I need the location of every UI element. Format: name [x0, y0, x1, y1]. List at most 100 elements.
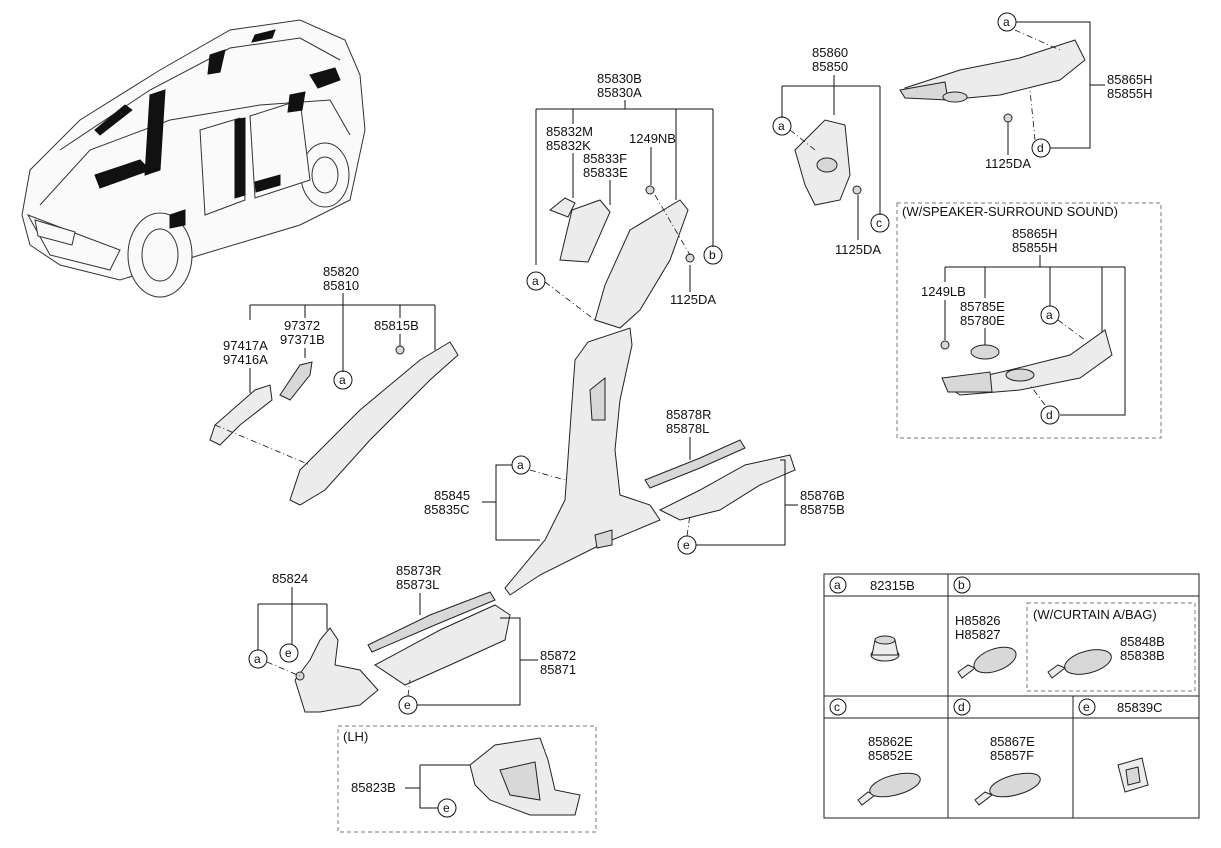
label-97416A: 97416A — [223, 352, 268, 367]
curtain-airbag-title: (W/CURTAIN A/BAG) — [1033, 607, 1157, 622]
label-85833E: 85833E — [583, 165, 628, 180]
svg-text:b: b — [958, 578, 965, 592]
label-85878L: 85878L — [666, 421, 709, 436]
label-1249NB: 1249NB — [629, 131, 676, 146]
quarter-trim-lower — [794, 119, 862, 206]
label-1125DA: 1125DA — [985, 156, 1031, 171]
label-85833F: 85833F — [583, 151, 627, 166]
speaker-variant-box — [896, 202, 1162, 439]
callout-d — [1031, 138, 1051, 158]
legend-a-code: 82315B — [870, 578, 915, 593]
callout-a — [248, 649, 268, 669]
rear-quarter-upper-trim-speaker — [940, 329, 1113, 396]
clip-85839c-icon — [1117, 757, 1149, 793]
svg-text:a: a — [254, 652, 261, 666]
svg-text:e: e — [683, 538, 690, 552]
legend-c-code2: 85852E — [868, 748, 913, 763]
label-85785E: 85785E — [960, 299, 1005, 314]
label-85878R: 85878R — [666, 407, 712, 422]
callout-e — [279, 643, 299, 663]
label-85875B: 85875B — [800, 502, 845, 517]
legend-b-code2: H85827 — [955, 627, 1001, 642]
label-85835C: 85835C — [424, 502, 470, 517]
label-85830B: 85830B — [597, 71, 642, 86]
svg-text:e: e — [285, 646, 292, 660]
curtain-airbag-variant-box — [1026, 602, 1196, 692]
svg-text:a: a — [339, 373, 346, 387]
svg-text:a: a — [1046, 308, 1053, 322]
callout-d — [1040, 405, 1060, 425]
svg-text:a: a — [834, 578, 841, 592]
label-85873L: 85873L — [396, 577, 439, 592]
callout-a — [772, 116, 792, 136]
clip-85848b-icon — [1047, 649, 1112, 679]
svg-text:e: e — [443, 801, 450, 815]
svg-text:c: c — [834, 700, 840, 714]
cowl-side-trim-lh — [469, 737, 581, 816]
front-scuff-plate — [367, 591, 511, 686]
svg-text:e: e — [404, 698, 411, 712]
label-97371B: 97371B — [280, 332, 325, 347]
label-85845: 85845 — [434, 488, 470, 503]
legend-c-code1: 85862E — [868, 734, 913, 749]
front-pillar-trim — [209, 341, 459, 506]
label-85830A: 85830A — [597, 85, 642, 100]
label-85876B: 85876B — [800, 488, 845, 503]
legend-b-curtain1: 85848B — [1120, 634, 1165, 649]
svg-text:b: b — [709, 248, 716, 262]
svg-text:a: a — [1003, 15, 1010, 29]
label-85860: 85860 — [812, 45, 848, 60]
callout-a — [1040, 305, 1060, 325]
callout-b — [703, 245, 723, 265]
label-85865H: 85865H — [1107, 72, 1153, 87]
clip-85867e-icon — [974, 772, 1041, 806]
rear-quarter-upper-trim — [899, 39, 1086, 123]
fastener-legend-table: a 82315B b H85826 H85827 (W/CURTAIN A/BA… — [823, 573, 1200, 819]
label-85810: 85810 — [323, 278, 359, 293]
label-85824: 85824 — [272, 571, 308, 586]
label-85832K: 85832K — [546, 138, 591, 153]
label-85820: 85820 — [323, 264, 359, 279]
callout-c — [870, 213, 890, 233]
center-pillar-lower-trim — [504, 327, 661, 596]
vehicle-illustration — [21, 19, 366, 298]
label-85780E: 85780E — [960, 313, 1005, 328]
svg-text:d: d — [1037, 141, 1044, 155]
clip-85862e-icon — [857, 772, 921, 806]
lh-variant-title: (LH) — [343, 729, 368, 744]
label-1125DA: 1125DA — [670, 292, 716, 307]
label-85873R: 85873R — [396, 563, 442, 578]
rear-scuff-plate — [644, 439, 796, 521]
label-85855H: 85855H — [1012, 240, 1058, 255]
label-97417A: 97417A — [223, 338, 268, 353]
label-85815B: 85815B — [374, 318, 419, 333]
legend-b-curtain2: 85838B — [1120, 648, 1165, 663]
label-1125DA: 1125DA — [835, 242, 881, 257]
center-pillar-upper-trim — [549, 185, 695, 329]
svg-text:c: c — [876, 216, 882, 230]
legend-b-code1: H85826 — [955, 613, 1001, 628]
label-85850: 85850 — [812, 59, 848, 74]
legend-d-code1: 85867E — [990, 734, 1035, 749]
svg-text:e: e — [1083, 700, 1090, 714]
label-97372: 97372 — [284, 318, 320, 333]
label-85855H: 85855H — [1107, 86, 1153, 101]
svg-text:d: d — [1046, 408, 1053, 422]
svg-text:d: d — [958, 700, 965, 714]
label-1249LB: 1249LB — [921, 284, 966, 299]
callout-a — [333, 370, 353, 390]
callout-a — [526, 271, 546, 291]
speaker-variant-title: (W/SPEAKER-SURROUND SOUND) — [902, 204, 1118, 219]
label-85823B: 85823B — [351, 780, 396, 795]
callout-e — [437, 798, 457, 818]
cowl-side-trim — [294, 627, 379, 713]
svg-text:a: a — [517, 458, 524, 472]
label-85872: 85872 — [540, 648, 576, 663]
lh-variant-box — [337, 725, 597, 833]
label-85871: 85871 — [540, 662, 576, 677]
legend-d-code2: 85857F — [990, 748, 1034, 763]
clip-h85826-icon — [957, 646, 1017, 679]
svg-text:a: a — [778, 119, 785, 133]
label-85832M: 85832M — [546, 124, 593, 139]
